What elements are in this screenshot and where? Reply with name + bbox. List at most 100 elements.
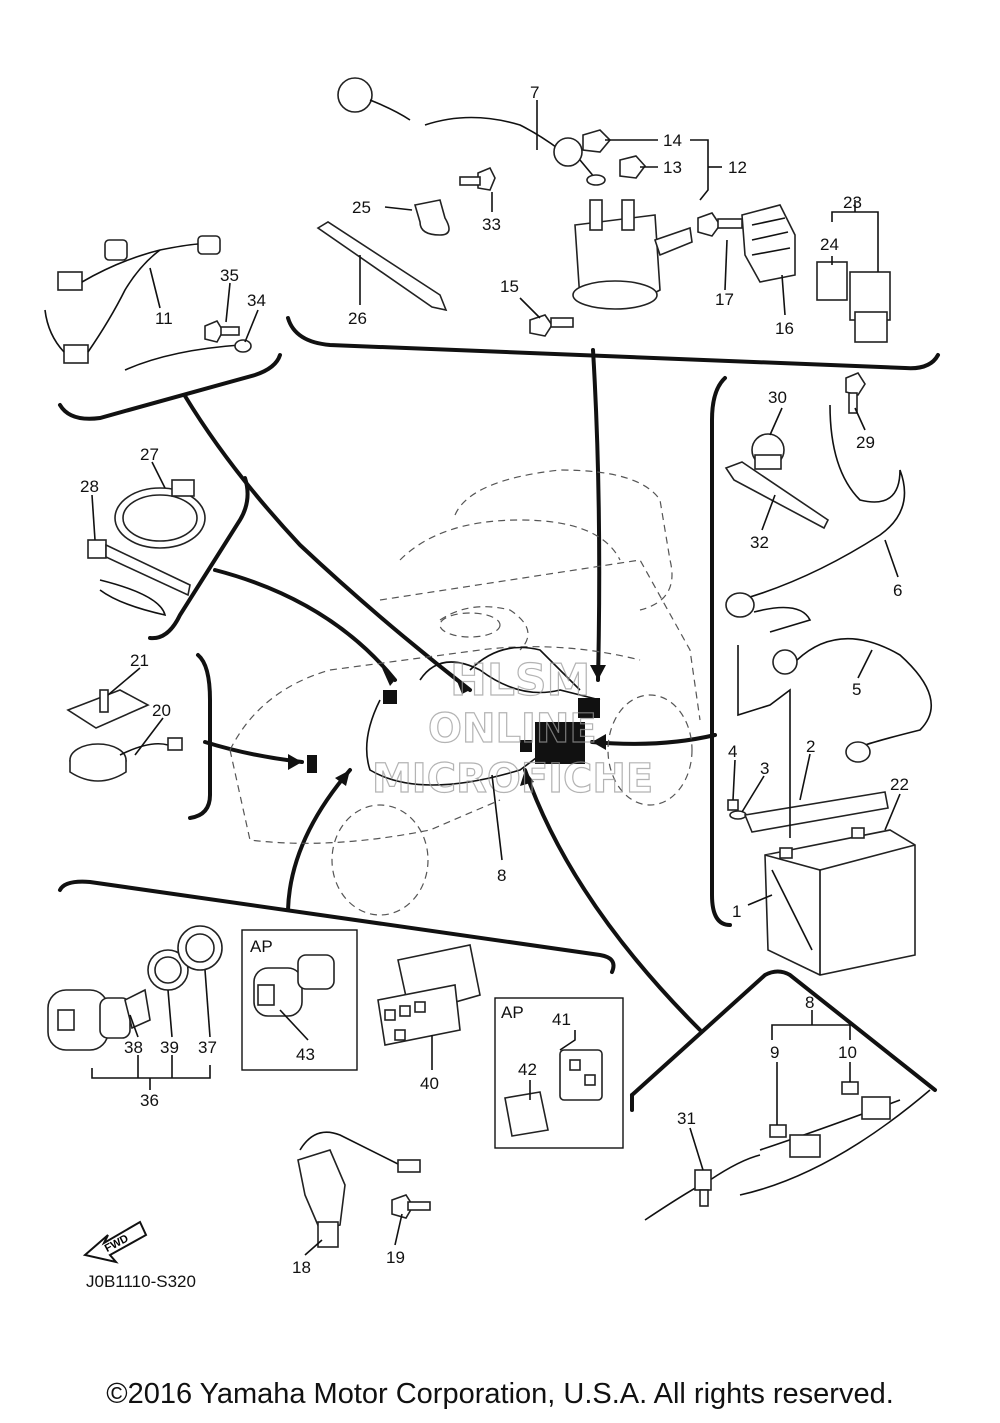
part-8-harness bbox=[739, 1081, 931, 1196]
callout-17: 17 bbox=[715, 290, 734, 309]
callout-41: 41 bbox=[552, 1010, 571, 1029]
part-6-cable bbox=[725, 404, 906, 633]
part-16-rectifier bbox=[741, 204, 796, 283]
part-29-bolt bbox=[845, 372, 866, 414]
callout-43: 43 bbox=[296, 1045, 315, 1064]
callout-4: 4 bbox=[728, 742, 737, 761]
callout-23: 23 bbox=[843, 193, 862, 212]
part-20-sensor bbox=[69, 737, 183, 782]
callout-22: 22 bbox=[890, 775, 909, 794]
fwd-arrow bbox=[82, 1220, 148, 1264]
ap-box-41-42 bbox=[494, 997, 624, 1149]
callout-27: 27 bbox=[140, 445, 159, 464]
callout-5: 5 bbox=[852, 680, 861, 699]
part-13-nut bbox=[619, 155, 647, 179]
callout-28: 28 bbox=[80, 477, 99, 496]
callout-lines bbox=[91, 100, 901, 1256]
callout-34: 34 bbox=[247, 291, 266, 310]
callout-42: 42 bbox=[518, 1060, 537, 1079]
part-14-nut bbox=[582, 129, 612, 153]
leader-lines bbox=[183, 348, 717, 1032]
callout-26: 26 bbox=[348, 309, 367, 328]
callout-15: 15 bbox=[500, 277, 519, 296]
part-17-bolt bbox=[697, 212, 743, 237]
part-7-cable bbox=[337, 77, 596, 179]
part-24-clip bbox=[816, 261, 848, 301]
part-21-plate bbox=[66, 689, 150, 729]
callout-13: 13 bbox=[663, 158, 682, 177]
callout-32: 32 bbox=[750, 533, 769, 552]
part-30-clip bbox=[751, 433, 785, 470]
svg-text:HLSM: HLSM bbox=[450, 655, 590, 706]
part-31-clamp bbox=[644, 1154, 761, 1221]
part-22-battery bbox=[764, 827, 916, 976]
callout-12: 12 bbox=[728, 158, 747, 177]
callout-33: 33 bbox=[482, 215, 501, 234]
callout-30: 30 bbox=[768, 388, 787, 407]
part-32-tie bbox=[724, 461, 830, 530]
callout-labels: 7 14 13 12 25 33 23 24 26 15 17 16 11 35… bbox=[80, 83, 909, 1291]
svg-text:ONLINE: ONLINE bbox=[428, 706, 597, 752]
part-27-band bbox=[114, 479, 206, 549]
callout-10: 10 bbox=[838, 1043, 857, 1062]
callout-1: 1 bbox=[732, 902, 741, 921]
callout-11: 11 bbox=[155, 309, 173, 328]
callout-8b: 8 bbox=[805, 993, 814, 1012]
part-1-rod bbox=[771, 869, 813, 951]
part-5-cable bbox=[772, 637, 932, 763]
part-4-nut bbox=[727, 799, 739, 811]
part-26-tie bbox=[316, 221, 448, 312]
callout-36: 36 bbox=[140, 1091, 159, 1110]
part-12-solenoid bbox=[572, 199, 693, 310]
callout-40: 40 bbox=[420, 1074, 439, 1093]
callout-19: 19 bbox=[386, 1248, 405, 1267]
callout-37: 37 bbox=[198, 1038, 217, 1057]
group-outlines bbox=[58, 316, 940, 1112]
part-39-ring bbox=[147, 949, 189, 991]
part-11-harness bbox=[44, 235, 221, 364]
part-40-switch bbox=[377, 944, 481, 1046]
watermark: HLSM ONLINE MICROFICHE bbox=[371, 654, 653, 802]
part-3-washer bbox=[729, 810, 747, 820]
callout-6: 6 bbox=[893, 581, 902, 600]
callout-24: 24 bbox=[820, 235, 839, 254]
part-23-relay bbox=[849, 271, 891, 343]
callout-3: 3 bbox=[760, 759, 769, 778]
callout-38: 38 bbox=[124, 1038, 143, 1057]
copyright-text: ©2016 Yamaha Motor Corporation, U.S.A. A… bbox=[106, 1378, 894, 1410]
callout-29: 29 bbox=[856, 433, 875, 452]
part-25-clamp bbox=[413, 199, 450, 236]
part-35-bolt bbox=[204, 319, 240, 343]
part-37-cap bbox=[177, 925, 223, 971]
callout-9: 9 bbox=[770, 1043, 779, 1062]
part-18-sensor bbox=[297, 1131, 421, 1248]
vehicle-outline bbox=[229, 469, 701, 916]
callout-20: 20 bbox=[152, 701, 171, 720]
callout-39: 39 bbox=[160, 1038, 179, 1057]
callout-14: 14 bbox=[663, 131, 682, 150]
callout-25: 25 bbox=[352, 198, 371, 217]
svg-text:MICROFICHE: MICROFICHE bbox=[372, 756, 653, 802]
part-15-bolt bbox=[529, 314, 574, 337]
part-19-bolt bbox=[391, 1194, 431, 1219]
callout-8: 8 bbox=[497, 866, 506, 885]
callout-21: 21 bbox=[130, 651, 149, 670]
diagram-code: J0B1110-S320 bbox=[86, 1272, 196, 1291]
part-33-bolt bbox=[459, 166, 496, 191]
vehicle-harness bbox=[307, 646, 601, 786]
callout-31: 31 bbox=[677, 1109, 696, 1128]
ap-label-1: AP bbox=[250, 937, 273, 956]
callout-7: 7 bbox=[530, 83, 539, 102]
ap-label-2: AP bbox=[501, 1003, 524, 1022]
callout-18: 18 bbox=[292, 1258, 311, 1277]
ap-box-43 bbox=[241, 929, 358, 1071]
part-34-wire bbox=[124, 339, 252, 371]
part-28-tie bbox=[87, 539, 191, 617]
callout-2: 2 bbox=[806, 737, 815, 756]
callout-16: 16 bbox=[775, 319, 794, 338]
part-2-bracket bbox=[743, 791, 889, 833]
parts bbox=[44, 77, 932, 1264]
callout-35: 35 bbox=[220, 266, 239, 285]
part-14-washer bbox=[586, 174, 606, 186]
